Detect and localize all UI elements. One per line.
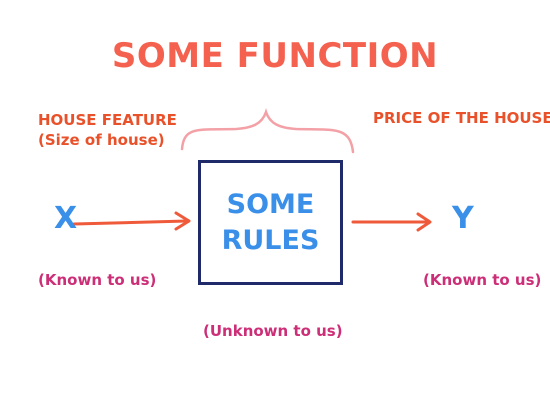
input-label-line2: (Size of house) xyxy=(38,131,165,149)
input-symbol: X xyxy=(54,201,78,236)
diagram-title: SOME FUNCTION xyxy=(111,36,439,76)
function-box-line1: SOME xyxy=(226,188,315,220)
input-arrow xyxy=(72,211,191,231)
output-label: PRICE OF THE HOUSE xyxy=(373,109,550,127)
function-box-line2: RULES xyxy=(221,224,320,256)
input-note: (Known to us) xyxy=(38,271,157,289)
output-symbol: Y xyxy=(452,201,474,236)
input-label: HOUSE FEATURE (Size of house) xyxy=(38,110,177,150)
curly-brace xyxy=(180,108,355,154)
function-box: SOME RULES xyxy=(198,160,343,285)
output-note: (Known to us) xyxy=(423,271,542,289)
function-note: (Unknown to us) xyxy=(203,322,343,340)
output-arrow xyxy=(351,212,432,232)
input-label-line1: HOUSE FEATURE xyxy=(38,111,177,129)
